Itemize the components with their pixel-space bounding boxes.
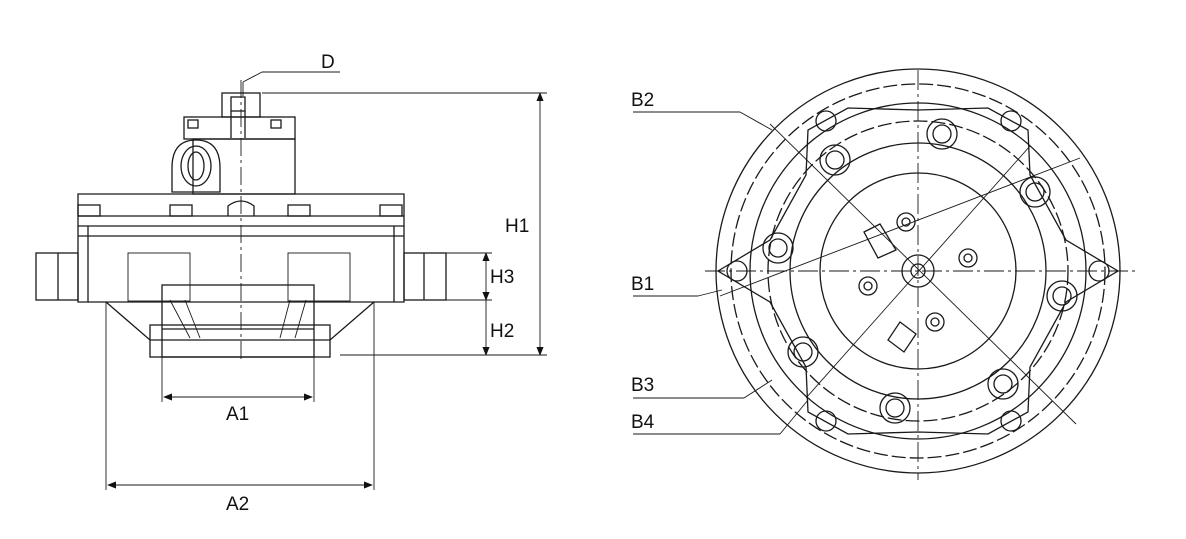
label-h2: H2 bbox=[490, 321, 514, 342]
side-view: D H1 H3 H2 A1 A2 bbox=[35, 52, 547, 515]
left-port bbox=[35, 252, 79, 301]
outlet bbox=[149, 324, 331, 358]
bolt-ring bbox=[762, 118, 1078, 424]
label-b2: B2 bbox=[631, 90, 654, 111]
port-boss bbox=[171, 139, 221, 193]
top-view: B2 B1 B3 B4 bbox=[631, 68, 1135, 480]
lower-cone bbox=[105, 301, 375, 341]
label-b1: B1 bbox=[631, 274, 654, 295]
label-b3: B3 bbox=[631, 375, 654, 396]
label-h1: H1 bbox=[505, 216, 529, 237]
diag-line-1 bbox=[769, 123, 1077, 425]
outer-circle-b2 bbox=[715, 68, 1121, 474]
nut-hole bbox=[230, 96, 246, 112]
label-a1: A1 bbox=[226, 404, 249, 425]
valve-body-upper bbox=[192, 138, 296, 195]
label-b4: B4 bbox=[631, 412, 655, 433]
inner-circle bbox=[819, 172, 1017, 370]
label-h3: H3 bbox=[490, 267, 514, 288]
label-a2: A2 bbox=[226, 494, 249, 515]
label-d: D bbox=[321, 52, 335, 73]
right-port bbox=[403, 252, 447, 301]
mounting-flange bbox=[716, 107, 1120, 435]
